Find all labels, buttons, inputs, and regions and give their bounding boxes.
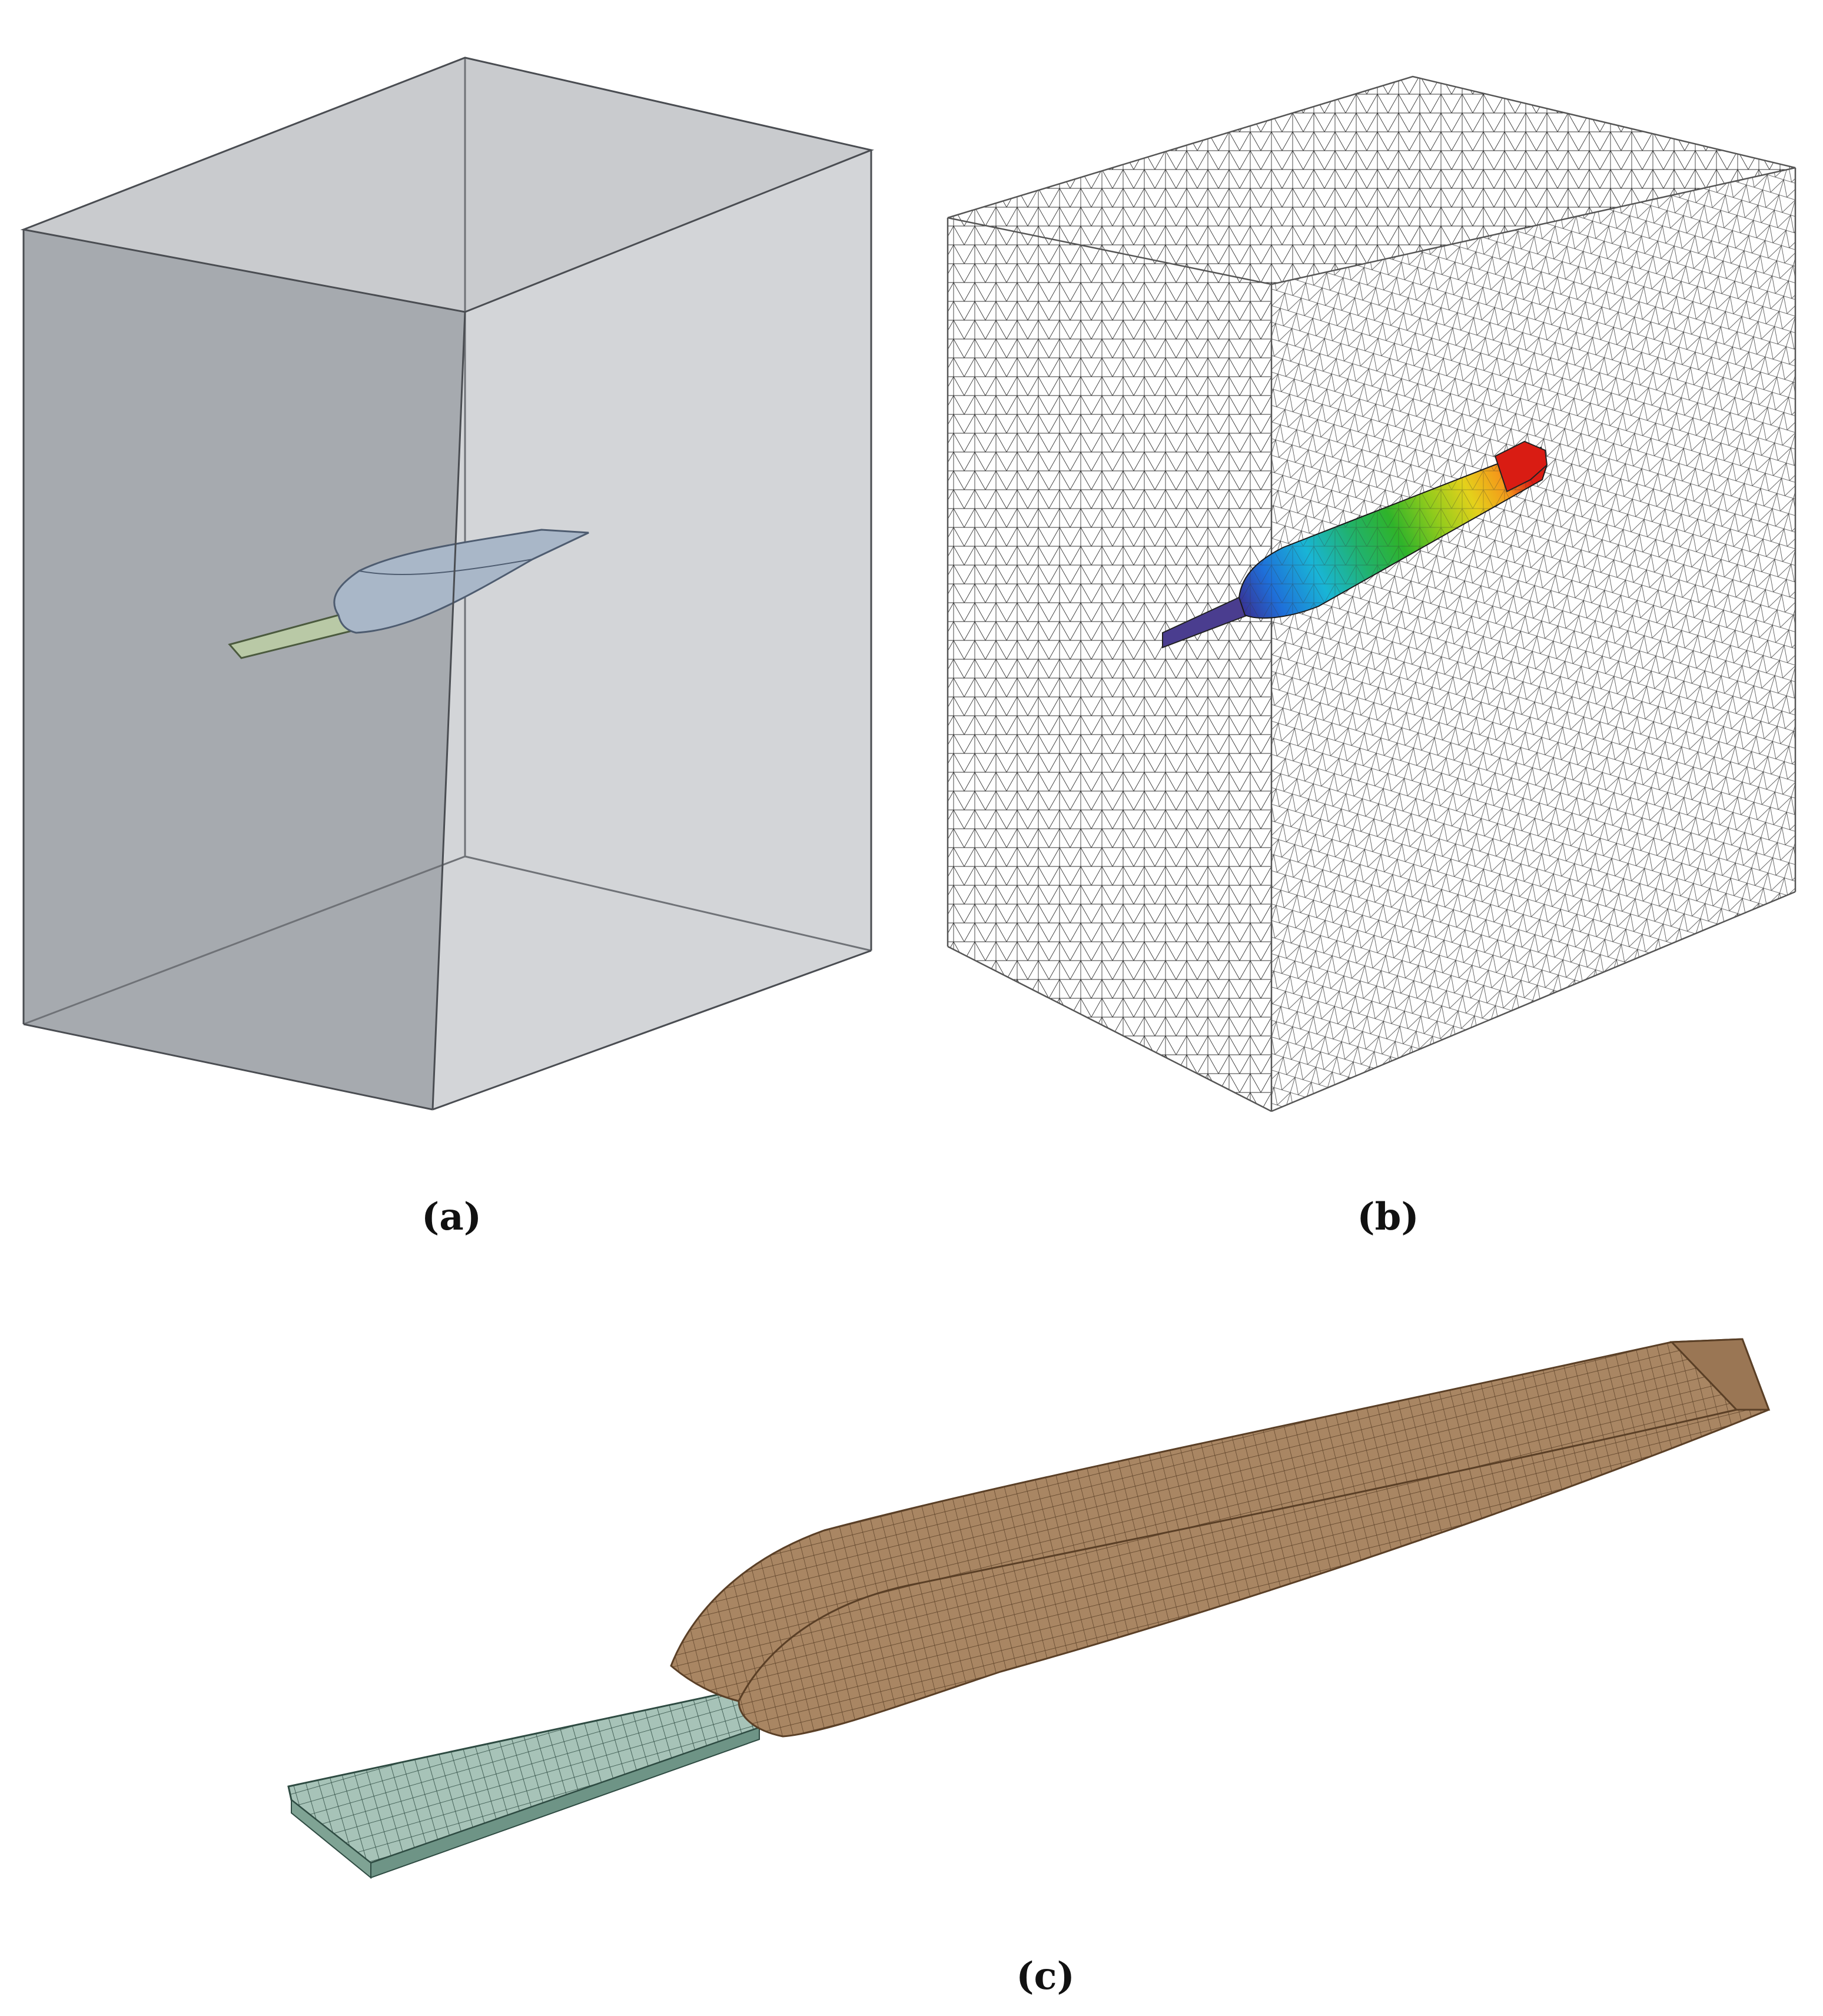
mesh-box-edges [947, 75, 1797, 1112]
caption-a: (a) [421, 1195, 482, 1239]
blade-model-a [228, 529, 589, 659]
domain-box-edges [20, 57, 875, 1111]
domain-box-left-face [24, 230, 465, 1110]
blade-contour-b [1162, 440, 1548, 649]
caption-b: (b) [1357, 1195, 1419, 1239]
panel-a-geometry [20, 57, 875, 1111]
domain-box-right-face [433, 150, 871, 1110]
panel-b-mesh [947, 75, 1797, 1112]
caption-c: (c) [1016, 1954, 1075, 1998]
domain-box-top-face [24, 58, 871, 312]
domain-box-back-edges [23, 58, 872, 1025]
blade-body-a [333, 529, 589, 634]
panel-c-blade-mesh [287, 1338, 1771, 1879]
blade-body-mesh-c [670, 1338, 1771, 1738]
blade-root-mesh-c [287, 1685, 761, 1879]
tetra-mesh-right [1271, 168, 1795, 1111]
tetra-mesh-left [948, 218, 1271, 1111]
